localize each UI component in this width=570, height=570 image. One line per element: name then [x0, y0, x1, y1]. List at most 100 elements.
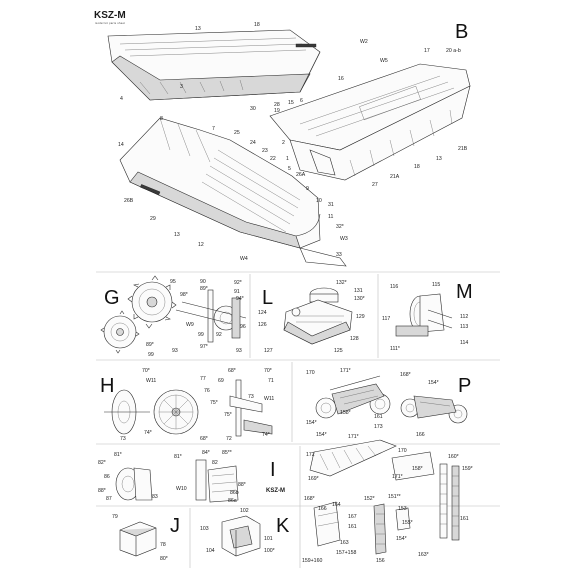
label: 127 — [264, 348, 273, 354]
label: 155* — [402, 520, 413, 526]
panel-l-labels: 132* 131 130* 124 129 126 127 128 125 — [258, 280, 365, 354]
label: 32* — [336, 224, 344, 230]
panel-g-labels: 95 90 92* 91 98* 89* 94* W9 99 96 92 89*… — [146, 279, 246, 358]
label: 157+158 — [336, 550, 356, 556]
label: W5 — [380, 58, 388, 64]
panel-p2-labels: 168* 166 164 167 161 163 157+158 159+160… — [302, 494, 469, 564]
label: 91 — [234, 289, 240, 295]
label: 1 — [286, 156, 289, 162]
label: 111* — [390, 346, 400, 352]
label: 73 — [120, 436, 126, 442]
label: 93 — [236, 348, 242, 354]
label: 97* — [200, 344, 208, 350]
panel-letter-i: I — [270, 459, 276, 481]
wheel-left — [104, 389, 150, 435]
label: 68* — [200, 436, 208, 442]
part-block-k — [221, 515, 261, 557]
track-segments — [309, 439, 460, 541]
label: 27 — [372, 182, 378, 188]
label: 29 — [150, 216, 156, 222]
label: 103 — [200, 526, 209, 532]
label: 90 — [200, 279, 206, 285]
label: 130* — [354, 296, 365, 302]
panel-h: H 70* W11 77 76 75* 73 74* 68* 69 W — [100, 368, 274, 442]
label: 159+160 — [302, 558, 322, 564]
wheel-spoked — [153, 389, 199, 435]
panel-k: K 102 103 101 104 100* — [200, 508, 290, 557]
label: 2 — [282, 140, 285, 146]
bogie-right — [400, 395, 468, 424]
label: 173 — [374, 424, 383, 430]
label: 16 — [338, 76, 344, 82]
label: 69 — [218, 378, 224, 384]
label: 24 — [250, 140, 256, 146]
hatch-assembly — [395, 293, 453, 337]
panel-m-labels: 116 115 112 117 113 111* 114 — [382, 282, 468, 352]
label: 80* — [160, 556, 168, 562]
panel-letter-m: M — [456, 281, 473, 303]
label: W3 — [340, 236, 348, 242]
label: 115 — [432, 282, 440, 288]
label: 5 — [288, 166, 291, 172]
label: 95 — [170, 279, 176, 285]
label: 166 — [416, 432, 425, 438]
brand-tagline: model kit parts sheet — [95, 21, 125, 25]
label: 18 — [254, 22, 260, 28]
label: 26B — [124, 198, 134, 204]
label: 129 — [356, 314, 365, 320]
label: 74* — [144, 430, 152, 436]
hull-tub-upper — [107, 29, 321, 101]
label: 171* — [392, 474, 403, 480]
label: 124 — [258, 310, 267, 316]
panel-letter-h: H — [100, 375, 114, 397]
label: 158* — [340, 410, 351, 416]
label: W10 — [176, 486, 187, 492]
idler-wheel — [115, 467, 153, 501]
label: 82 — [212, 460, 218, 466]
label: 73 — [248, 394, 254, 400]
label: 100* — [264, 548, 275, 554]
label: 156 — [376, 558, 385, 564]
panel-g: G 95 90 92* 91 98* 89* 94* — [100, 275, 247, 358]
label: 86a — [228, 498, 237, 504]
label: 86 — [104, 474, 110, 480]
label: 68* — [228, 368, 236, 374]
panel-j: J 79 78 80* — [112, 514, 180, 562]
brand-logo: KSZ-M model kit parts sheet — [94, 10, 144, 25]
label: 18 — [414, 164, 420, 170]
label: 21A — [390, 174, 400, 180]
label: 151** — [388, 494, 401, 500]
label: 28 — [274, 102, 280, 108]
panel-k-labels: 102 103 101 104 100* — [200, 508, 275, 554]
label: 160* — [448, 454, 459, 460]
label: 19 — [274, 108, 280, 114]
label: W9 — [186, 322, 194, 328]
label: 25 — [234, 130, 240, 136]
panel-h-labels: 70* W11 77 76 75* 73 74* 68* 69 W11 70* … — [120, 368, 274, 442]
panel-letter-b: B — [455, 21, 468, 43]
label: 114 — [460, 340, 468, 346]
label: 163 — [340, 540, 349, 546]
label: 154* — [316, 432, 327, 438]
label: 72 — [226, 436, 232, 442]
panel-dividers — [96, 271, 500, 568]
track-labels: 171* 169* 172 170 171* 158* 160* 159* — [306, 434, 473, 482]
panel-letter-j: J — [170, 515, 180, 537]
label: 161 — [374, 414, 383, 420]
label: 10 — [316, 198, 322, 204]
sprocket-large — [127, 275, 177, 329]
label: 126 — [258, 322, 267, 328]
label: 79 — [112, 514, 118, 520]
label: 77 — [200, 376, 206, 382]
label: 171* — [348, 434, 359, 440]
label: 20 a-b — [446, 48, 461, 54]
panel-p-labels: 170 171* 158* 154* 161 173 168* 154* 166… — [306, 368, 439, 438]
label: 75* — [224, 412, 232, 418]
label: 88* — [98, 488, 106, 494]
label: 89* — [200, 286, 208, 292]
label: 164 — [332, 502, 341, 508]
hull-floor-lower — [119, 117, 347, 267]
label: 87 — [106, 496, 112, 502]
label: 70* — [264, 368, 272, 374]
